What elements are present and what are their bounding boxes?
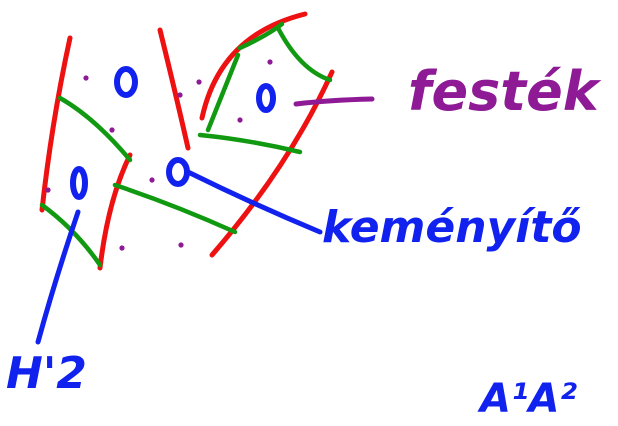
green-line-top-right-3 <box>275 25 333 83</box>
paint-dot <box>45 187 51 193</box>
red-line-left <box>39 35 73 213</box>
water-label: H'2 <box>6 348 87 399</box>
green-boundary-lines <box>39 21 333 268</box>
paint-particles <box>45 59 273 251</box>
green-line-center <box>112 182 238 235</box>
paint-dot <box>149 177 155 183</box>
red-line-top-right <box>199 11 308 121</box>
hardener-particle <box>256 83 276 113</box>
water-pointer-line <box>35 209 81 345</box>
formula-label: A¹A² <box>477 376 577 422</box>
paint-dot <box>178 242 184 248</box>
pointer-lines <box>35 96 375 345</box>
paint-dot <box>83 75 89 81</box>
hardener-particle <box>166 157 190 187</box>
paint-dot <box>237 117 243 123</box>
red-boundary-lines <box>39 11 335 271</box>
hardener-particle <box>70 166 88 200</box>
paint-dot <box>267 59 273 65</box>
paint-dot <box>196 79 202 85</box>
paint-dot <box>109 127 115 133</box>
hardener-particle <box>114 66 138 98</box>
paint-dot <box>177 92 183 98</box>
red-line-center-upper <box>157 27 191 151</box>
hardener-pointer-line <box>185 169 323 235</box>
green-line-upper-left <box>57 95 133 163</box>
red-line-right <box>209 69 335 258</box>
green-line-top-right-1 <box>205 52 241 133</box>
paint-label: festék <box>408 60 602 123</box>
hardener-label: keményítő <box>322 202 582 253</box>
green-line-top-right-2 <box>237 21 285 51</box>
red-line-center-lower <box>97 152 133 271</box>
paint-dot <box>119 245 125 251</box>
green-line-mid-right <box>197 132 303 155</box>
paint-pointer-line <box>293 96 375 107</box>
